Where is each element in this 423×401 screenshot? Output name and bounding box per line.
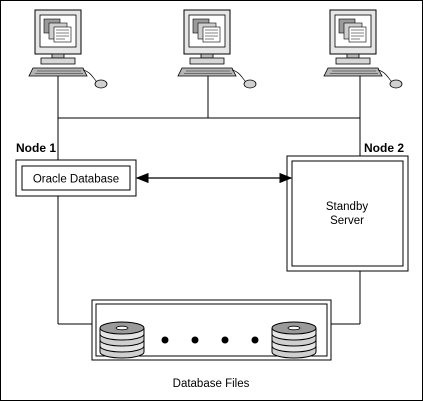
disk-stack-right-icon [271, 321, 317, 359]
standby-server-label-line2: Server [330, 215, 364, 227]
standby-server-box: Standby Server [286, 155, 409, 272]
disk-stack-left-icon [99, 321, 145, 359]
storage-connection-lines [57, 196, 361, 325]
client-workstation-3-icon [323, 9, 403, 89]
oracle-database-box: Oracle Database [15, 159, 137, 197]
client-workstation-1-icon [28, 9, 108, 89]
ellipsis-dots [161, 336, 259, 344]
node-1-label: Node 1 [16, 141, 56, 155]
database-files-caption: Database Files [173, 378, 250, 390]
network-lines [57, 76, 361, 160]
node-2-label: Node 2 [364, 141, 404, 155]
oracle-database-label: Oracle Database [33, 174, 119, 186]
standby-server-label-line1: Standby [326, 201, 368, 213]
client-workstation-2-icon [177, 9, 257, 89]
